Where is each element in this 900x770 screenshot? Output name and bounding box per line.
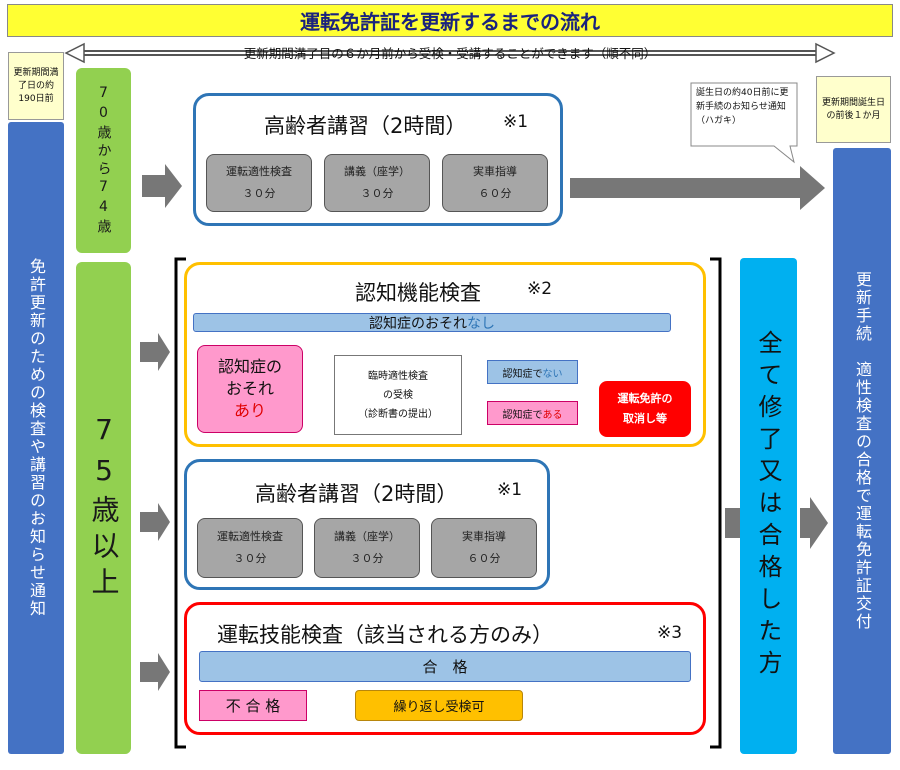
mid-lecture-box: 講義（座学） ３０分 bbox=[314, 518, 420, 578]
top-course-panel: 高齢者講習（2時間） ※1 運転適性検査 ３０分 講義（座学） ３０分 実車指導… bbox=[193, 93, 563, 226]
dementia-box: 認知症である bbox=[487, 401, 578, 425]
subtitle: 更新期間満了日の６か月前から受検・受講することができます（順不同） bbox=[243, 45, 657, 61]
age-75-text: 75歳以上 bbox=[87, 413, 121, 603]
age-70-74-text: 70歳から74歳 bbox=[95, 84, 112, 237]
skill-test-panel: 運転技能検査（該当される方のみ） ※3 合 格 不 合 格 繰り返し受検可 bbox=[184, 602, 706, 735]
retry-box: 繰り返し受検可 bbox=[355, 690, 523, 721]
mid-aptitude-test-box: 運転適性検査 ３０分 bbox=[197, 518, 303, 578]
clinical-test-box: 臨時適性検査 の受検 （診断書の提出） bbox=[334, 355, 462, 435]
aptitude-test-box: 運転適性検査 ３０分 bbox=[206, 154, 312, 212]
mid-course-mark: ※1 bbox=[497, 480, 523, 500]
cognitive-title: 認知機能検査 bbox=[355, 281, 481, 305]
lecture-box: 講義（座学） ３０分 bbox=[324, 154, 430, 212]
right-column-text: 更新手続 適性検査の合格で運転免許証交付 bbox=[853, 271, 872, 631]
license-revocation-box: 運転免許の 取消し等 bbox=[599, 381, 691, 437]
double-arrow-icon bbox=[64, 42, 836, 64]
age-70-74: 70歳から74歳 bbox=[76, 68, 131, 253]
cognitive-mark: ※2 bbox=[527, 279, 553, 299]
page-title: 運転免許証を更新するまでの流れ bbox=[7, 4, 893, 37]
top-course-title: 高齢者講習（2時間） bbox=[264, 114, 467, 138]
skill-test-mark: ※3 bbox=[657, 623, 683, 643]
cognitive-panel: 認知機能検査 ※2 認知症のおそれなし 認知症の おそれ あり 臨時適性検査 の… bbox=[184, 262, 706, 447]
pass-bar: 合 格 bbox=[199, 651, 691, 682]
left-column: 免許更新のための検査や講習のお知らせ通知 bbox=[8, 122, 64, 754]
right-column: 更新手続 適性検査の合格で運転免許証交付 bbox=[833, 148, 891, 754]
left-column-text: 免許更新のための検査や講習のお知らせ通知 bbox=[27, 258, 46, 618]
no-risk-bar: 認知症のおそれなし bbox=[193, 313, 671, 332]
dementia-risk-box: 認知症の おそれ あり bbox=[197, 345, 303, 433]
mid-driving-instruction-box: 実車指導 ６０分 bbox=[431, 518, 537, 578]
driving-instruction-box: 実車指導 ６０分 bbox=[442, 154, 548, 212]
left-note: 更新期間満了日の約190日前 bbox=[8, 52, 64, 120]
mid-course-title: 高齢者講習（2時間） bbox=[255, 482, 458, 506]
all-completed-text: 全て修了又は合格した方 bbox=[754, 330, 782, 682]
bracket bbox=[174, 257, 722, 749]
fail-box: 不 合 格 bbox=[199, 690, 307, 721]
all-completed-column: 全て修了又は合格した方 bbox=[740, 258, 797, 754]
mid-course-panel: 高齢者講習（2時間） ※1 運転適性検査 ３０分 講義（座学） ３０分 実車指導… bbox=[184, 459, 550, 590]
right-note: 更新期間誕生日の前後１か月 bbox=[816, 76, 891, 143]
skill-test-title: 運転技能検査（該当される方のみ） bbox=[217, 623, 553, 647]
top-course-mark: ※1 bbox=[503, 112, 529, 132]
age-75: 75歳以上 bbox=[76, 262, 131, 754]
postcard-callout: 誕生日の約40日前に更新手続のお知らせ通知（ハガキ） bbox=[690, 82, 798, 164]
not-dementia-box: 認知症でない bbox=[487, 360, 578, 384]
